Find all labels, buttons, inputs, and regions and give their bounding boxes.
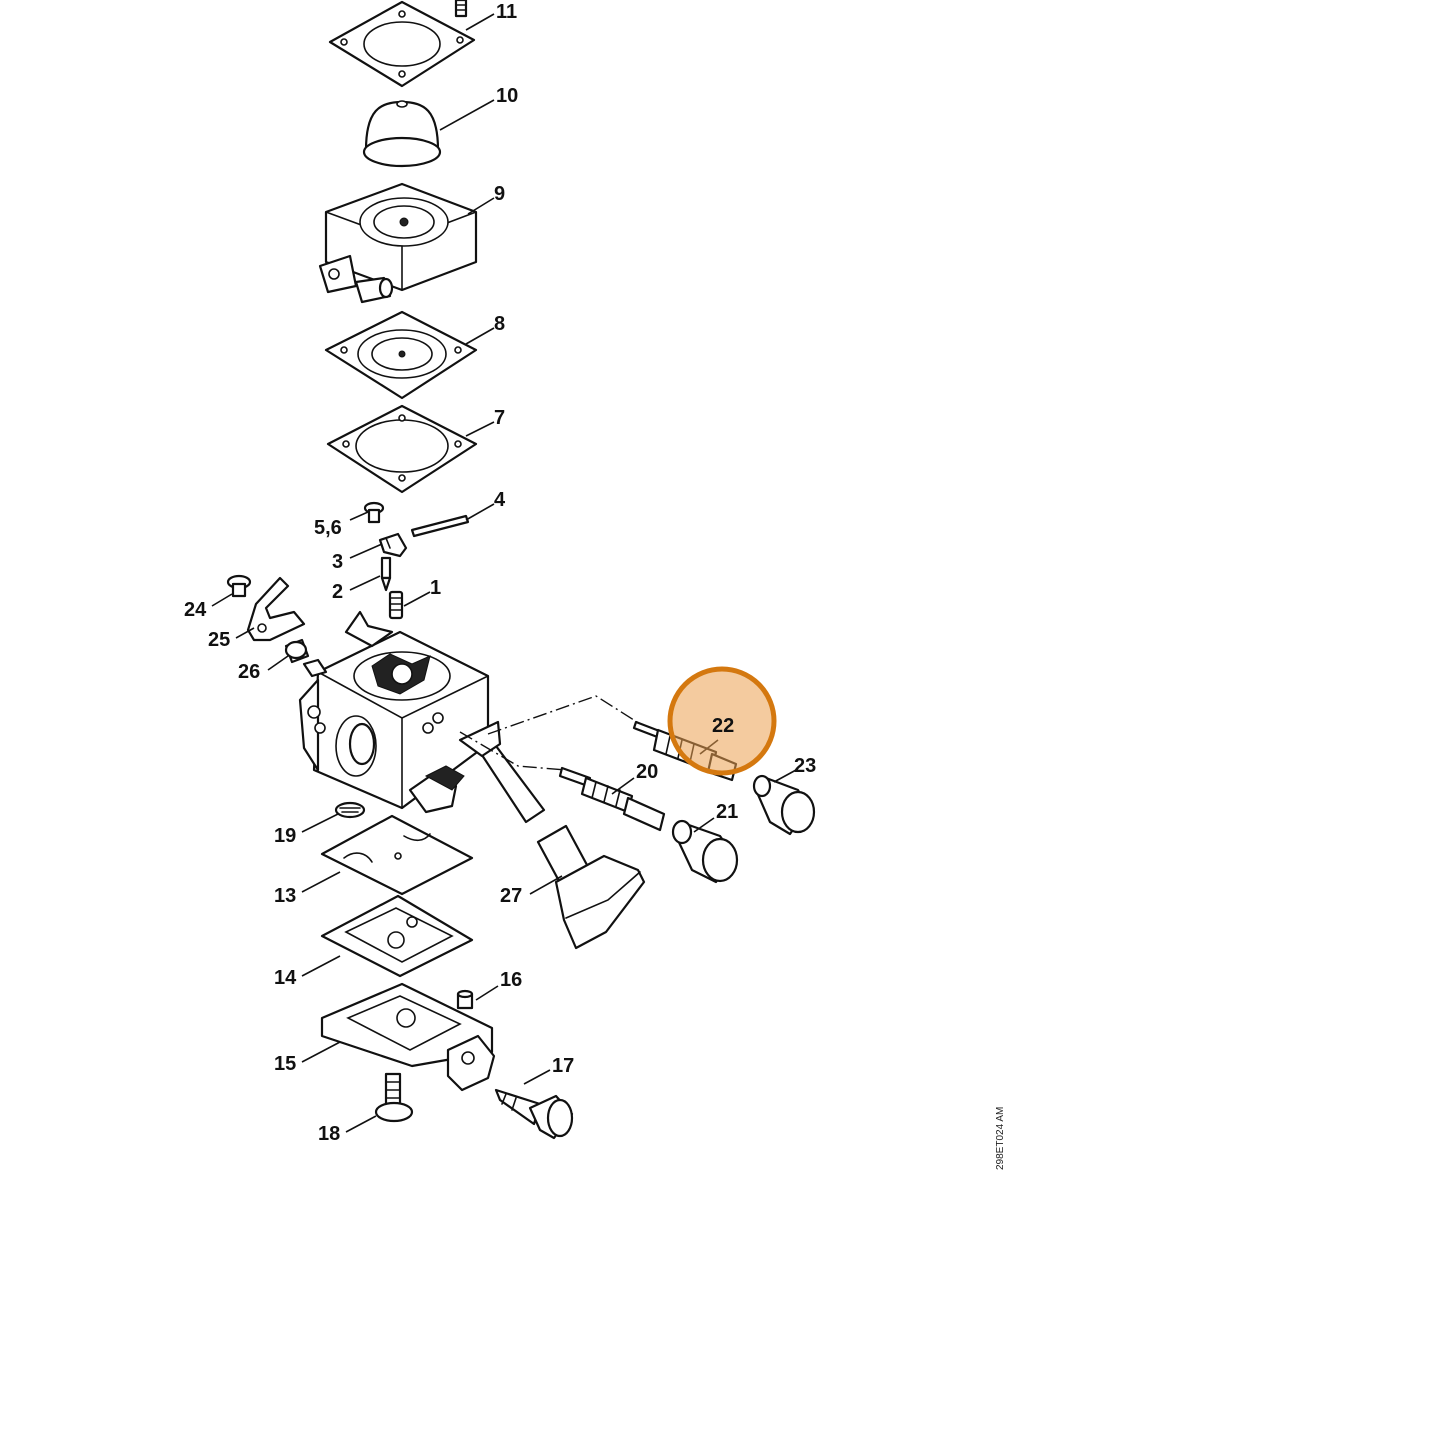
- part-26-bushing[interactable]: [284, 638, 310, 664]
- part-labels: 11 10 9 8 7 4 5,6 3 2 1 24 25 26 22 23 2…: [184, 1, 816, 1145]
- leader-lines: [211, 13, 797, 1133]
- part-16-plug[interactable]: [456, 989, 474, 1010]
- part-23-cap[interactable]: [752, 774, 816, 836]
- part-25-lever[interactable]: [246, 576, 306, 642]
- label-18[interactable]: 18: [318, 1123, 340, 1145]
- part-4-pin[interactable]: [410, 514, 470, 538]
- highlight-circle: [667, 666, 777, 776]
- label-13[interactable]: 13: [274, 885, 296, 907]
- part-11-gasket[interactable]: [328, 0, 476, 88]
- label-22[interactable]: 22: [712, 715, 734, 737]
- label-9[interactable]: 9: [494, 183, 505, 205]
- label-1[interactable]: 1: [430, 577, 441, 599]
- label-4[interactable]: 4: [494, 489, 506, 511]
- label-8[interactable]: 8: [494, 313, 505, 335]
- label-19[interactable]: 19: [274, 825, 296, 847]
- label-17[interactable]: 17: [552, 1055, 574, 1077]
- label-16[interactable]: 16: [500, 969, 522, 991]
- part-13-diaphragm[interactable]: [320, 814, 474, 896]
- part-19-filter-screen[interactable]: [334, 801, 366, 819]
- throttle-shaft[interactable]: [458, 720, 546, 824]
- part-21-cap[interactable]: [671, 819, 739, 884]
- part-2-needle[interactable]: [380, 556, 392, 592]
- label-7[interactable]: 7: [494, 407, 505, 429]
- part-9-pump-housing[interactable]: [318, 182, 478, 304]
- part-5-6-screw[interactable]: [363, 501, 385, 524]
- part-3-lever[interactable]: [378, 532, 408, 558]
- part-8-diaphragm[interactable]: [324, 310, 478, 400]
- label-20[interactable]: 20: [636, 761, 658, 783]
- part-14-gasket[interactable]: [320, 894, 474, 978]
- label-15[interactable]: 15: [274, 1053, 296, 1075]
- label-27[interactable]: 27: [500, 885, 522, 907]
- label-3[interactable]: 3: [332, 551, 343, 573]
- part-10-primer-bulb[interactable]: [362, 100, 442, 168]
- label-25[interactable]: 25: [208, 629, 230, 651]
- part-18-screw[interactable]: [374, 1072, 414, 1123]
- part-17-screw[interactable]: [494, 1088, 574, 1140]
- carburetor-body[interactable]: [298, 610, 490, 814]
- label-14[interactable]: 14: [274, 967, 297, 989]
- part-15-metering-cover[interactable]: [320, 982, 496, 1092]
- label-2[interactable]: 2: [332, 581, 343, 603]
- part-24-screw[interactable]: [226, 574, 252, 598]
- part-1-spring[interactable]: [388, 590, 404, 620]
- label-21[interactable]: 21: [716, 801, 738, 823]
- part-7-gasket[interactable]: [326, 404, 478, 494]
- label-24[interactable]: 24: [184, 599, 207, 621]
- label-5-6[interactable]: 5,6: [314, 517, 342, 539]
- label-23[interactable]: 23: [794, 755, 816, 777]
- label-10[interactable]: 10: [496, 85, 518, 107]
- drawing-code: 298ET024 AM: [995, 1107, 1006, 1170]
- label-11[interactable]: 11: [496, 1, 517, 23]
- part-27-choke-knob[interactable]: [536, 824, 646, 950]
- alignment-lines: [459, 695, 657, 771]
- label-26[interactable]: 26: [238, 661, 260, 683]
